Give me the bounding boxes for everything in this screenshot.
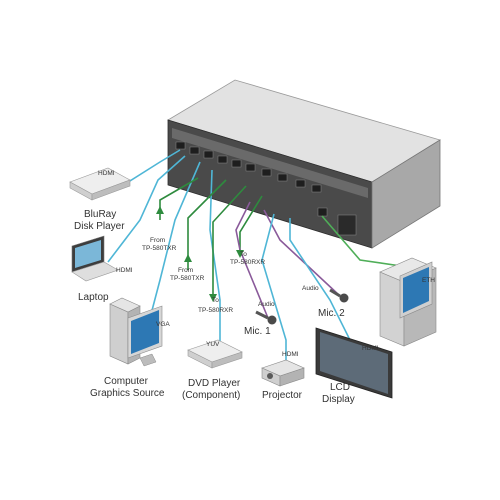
label-bluray-2: Disk Player [74, 221, 125, 232]
label-computer-2: Graphics Source [90, 388, 165, 399]
label-dvd-2: (Component) [182, 390, 240, 401]
port [203, 150, 214, 159]
label-to-tp1-a: To [212, 297, 219, 304]
bluray-player [69, 167, 131, 201]
bluray-side [91, 179, 131, 201]
cable-audio1 [235, 201, 269, 319]
device-labels: BluRay Disk Player Laptop Computer Graph… [74, 209, 355, 405]
port [311, 184, 322, 193]
lcd-display [315, 327, 393, 399]
monitor-stand [139, 353, 157, 367]
label-lcd-hdmi: HDMI [362, 345, 379, 352]
laptop [71, 235, 119, 282]
lcd-screen [320, 332, 388, 394]
server-monitor-screen [403, 267, 429, 313]
label-audio2: Audio [302, 285, 319, 292]
cable-yuv [209, 169, 221, 344]
label-to-tp2-a: To [240, 251, 247, 258]
label-from-tp2-a: From [178, 267, 193, 274]
label-mic1: Mic. 1 [244, 326, 271, 337]
cable-from-tp2 [187, 179, 227, 270]
port [277, 173, 288, 182]
mic-1-body [255, 310, 269, 320]
label-lcd-2: Display [322, 394, 355, 405]
power-socket [337, 214, 357, 236]
arrowheads [156, 206, 244, 302]
rear-panel-strip [172, 128, 368, 198]
arrow-from-tp2 [184, 254, 192, 262]
arrow-to-tp2 [236, 250, 244, 258]
projector-lens [267, 373, 273, 379]
computer [109, 297, 163, 367]
label-laptop: Laptop [78, 292, 109, 303]
tower-top [109, 297, 141, 313]
monitor-screen [131, 310, 159, 354]
cable-audio2 [263, 209, 341, 297]
chassis-side [371, 139, 441, 249]
port [175, 141, 186, 150]
server-top [379, 257, 437, 283]
mic-2 [329, 288, 349, 303]
port [245, 163, 256, 172]
label-laptop-hdmi: HDMI [116, 267, 133, 274]
label-to-tp2-b: TP-580RXR [230, 259, 265, 266]
port [217, 155, 228, 164]
label-vga: VGA [156, 321, 170, 328]
port [231, 159, 242, 168]
tower-front [109, 303, 129, 365]
port [189, 146, 200, 155]
laptop-base [71, 261, 119, 282]
label-from-tp1-b: TP-580TXR [142, 245, 177, 252]
eth-port [317, 207, 328, 217]
mic-1 [255, 310, 277, 325]
label-from-tp2-b: TP-580TXR [170, 275, 205, 282]
port [295, 179, 306, 188]
mic-2-head [339, 293, 349, 303]
arrow-to-tp1 [209, 294, 217, 302]
label-eth: ETH [422, 277, 435, 284]
mic-1-head [267, 315, 277, 325]
label-dvd-1: DVD Player [188, 378, 241, 389]
label-projector: Projector [262, 390, 303, 401]
mic-2-body [329, 288, 341, 298]
label-to-tp1-b: TP-580RXR [198, 307, 233, 314]
cables [107, 149, 430, 368]
label-projector-hdmi: HDMI [282, 351, 299, 358]
dvd-player [187, 339, 243, 369]
label-mic2: Mic. 2 [318, 308, 345, 319]
cable-lcd-hdmi [289, 218, 357, 353]
laptop-screen-glass [75, 240, 101, 268]
label-yuv: YUV [206, 341, 220, 348]
cable-to-tp1 [212, 185, 247, 300]
projector [261, 359, 305, 387]
label-bluray-hdmi: HDMI [98, 170, 115, 177]
cable-bluray-hdmi [121, 149, 181, 187]
port [261, 168, 272, 177]
label-computer-1: Computer [104, 376, 149, 387]
server-tower [379, 257, 437, 347]
cable-labels: HDMI HDMI VGA YUV From TP-580TXR From TP… [98, 170, 435, 358]
label-bluray-1: BluRay [84, 209, 116, 220]
projector-side [279, 367, 305, 387]
rear-ports [175, 141, 357, 236]
cable-laptop-hdmi [107, 155, 186, 263]
switcher-unit [167, 79, 441, 249]
cable-vga [149, 161, 201, 319]
arrow-from-tp1 [156, 206, 164, 214]
label-lcd-1: LCD [330, 382, 350, 393]
label-audio1: Audio [258, 301, 275, 308]
dvd-side [211, 351, 243, 369]
label-from-tp1-a: From [150, 237, 165, 244]
cable-projector-hdmi [261, 213, 287, 368]
